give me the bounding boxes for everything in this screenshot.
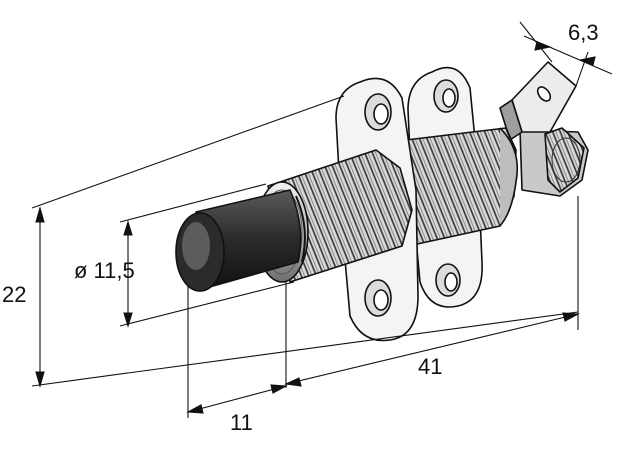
terminal-width-dimension-label: 6,3 bbox=[568, 20, 599, 45]
dimension-lines bbox=[31, 21, 613, 418]
plunger-length-dimension-label: 11 bbox=[230, 410, 253, 435]
height-dimension-label: 22 bbox=[2, 282, 26, 307]
plunger-button bbox=[175, 189, 306, 292]
rear-barrel bbox=[405, 127, 517, 247]
switch-body bbox=[175, 61, 589, 342]
length-dimension-label: 41 bbox=[418, 354, 442, 379]
spade-terminal bbox=[499, 61, 577, 141]
dimension-labels: 22 ø 11,5 6,3 41 11 bbox=[2, 20, 599, 435]
terminal-nut bbox=[519, 127, 589, 197]
diameter-dimension-label: ø 11,5 bbox=[74, 258, 135, 283]
